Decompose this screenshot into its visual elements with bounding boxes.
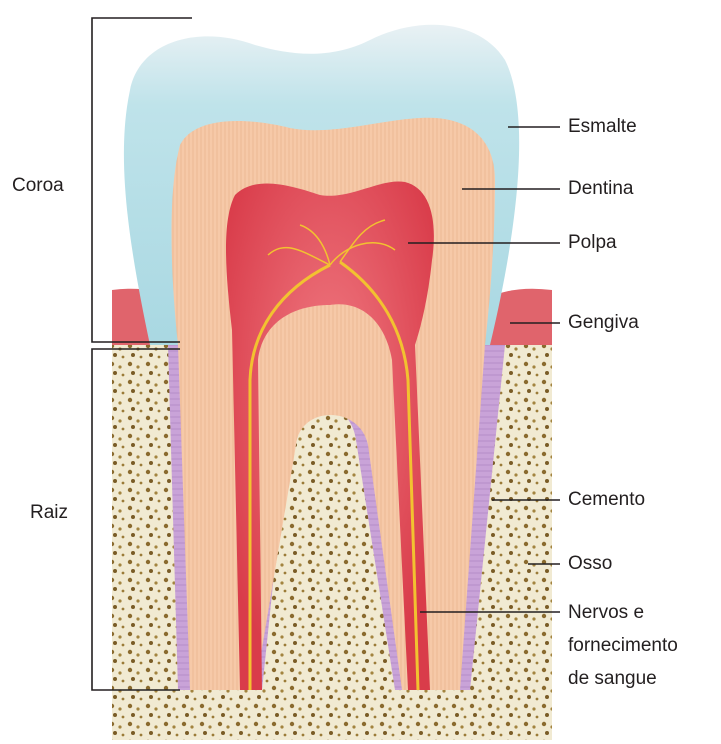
label-osso: Osso bbox=[568, 553, 612, 575]
label-nervos-line1: Nervos e bbox=[568, 596, 678, 629]
label-nervos-line3: de sangue bbox=[568, 662, 678, 695]
label-coroa: Coroa bbox=[12, 175, 64, 197]
label-nervos-line2: fornecimento bbox=[568, 629, 678, 662]
label-gengiva: Gengiva bbox=[568, 312, 639, 334]
label-cemento: Cemento bbox=[568, 489, 645, 511]
label-dentina: Dentina bbox=[568, 178, 634, 200]
label-nervos: Nervos e fornecimento de sangue bbox=[568, 596, 678, 695]
label-raiz: Raiz bbox=[30, 502, 68, 524]
label-esmalte: Esmalte bbox=[568, 116, 637, 138]
label-polpa: Polpa bbox=[568, 232, 617, 254]
